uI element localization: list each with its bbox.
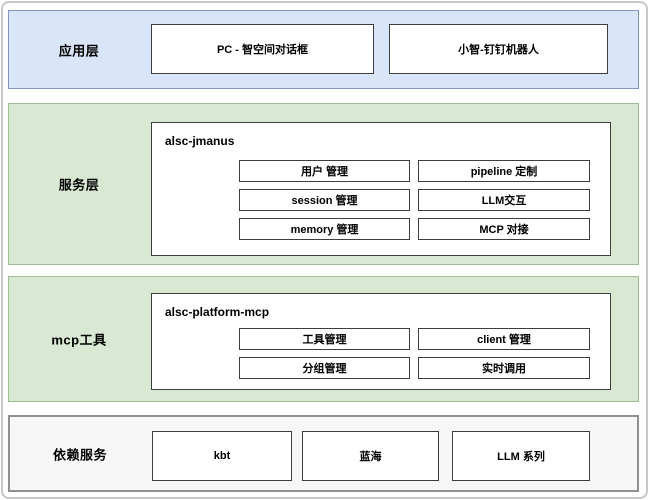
module-client-management: client 管理: [418, 328, 590, 350]
container-alsc-jmanus: alsc-jmanus 用户 管理 pipeline 定制 session 管理…: [151, 122, 611, 256]
module-tool-management: 工具管理: [239, 328, 410, 350]
layer-dependency-services-label: 依赖服务: [52, 447, 107, 462]
layer-dependency-services: 依赖服务 kbt 蓝海 LLM 系列: [8, 415, 639, 492]
container-alsc-jmanus-title: alsc-jmanus: [165, 134, 235, 148]
layer-application: 应用层 PC - 智空间对话框 小智-钉钉机器人: [8, 10, 639, 89]
layer-service-label: 服务层: [58, 177, 100, 193]
module-session-management: session 管理: [239, 189, 410, 211]
module-memory-management: memory 管理: [239, 218, 410, 240]
alsc-jmanus-module-grid: 用户 管理 pipeline 定制 session 管理 LLM交互 memor…: [239, 160, 590, 240]
layer-mcp-tools: mcp工具 alsc-platform-mcp 工具管理 client 管理 分…: [8, 276, 639, 402]
alsc-platform-mcp-module-grid: 工具管理 client 管理 分组管理 实时调用: [239, 328, 590, 379]
node-xiaozhi-dingtalk-bot: 小智-钉钉机器人: [389, 24, 608, 74]
layer-application-label: 应用层: [58, 43, 100, 58]
module-group-management: 分组管理: [239, 357, 410, 379]
module-user-management: 用户 管理: [239, 160, 410, 182]
node-kbt: kbt: [152, 431, 292, 481]
module-llm-interaction: LLM交互: [418, 189, 590, 211]
module-mcp-integration: MCP 对接: [418, 218, 590, 240]
container-alsc-platform-mcp: alsc-platform-mcp 工具管理 client 管理 分组管理 实时…: [151, 293, 611, 390]
module-pipeline-customization: pipeline 定制: [418, 160, 590, 182]
node-pc-smart-space-dialog: PC - 智空间对话框: [151, 24, 374, 74]
layer-service: 服务层 alsc-jmanus 用户 管理 pipeline 定制 sessio…: [8, 103, 639, 265]
container-alsc-platform-mcp-title: alsc-platform-mcp: [165, 305, 270, 319]
node-llm-series: LLM 系列: [452, 431, 590, 481]
node-lanhai: 蓝海: [302, 431, 439, 481]
layer-mcp-tools-label: mcp工具: [51, 332, 107, 348]
module-realtime-invocation: 实时调用: [418, 357, 590, 379]
